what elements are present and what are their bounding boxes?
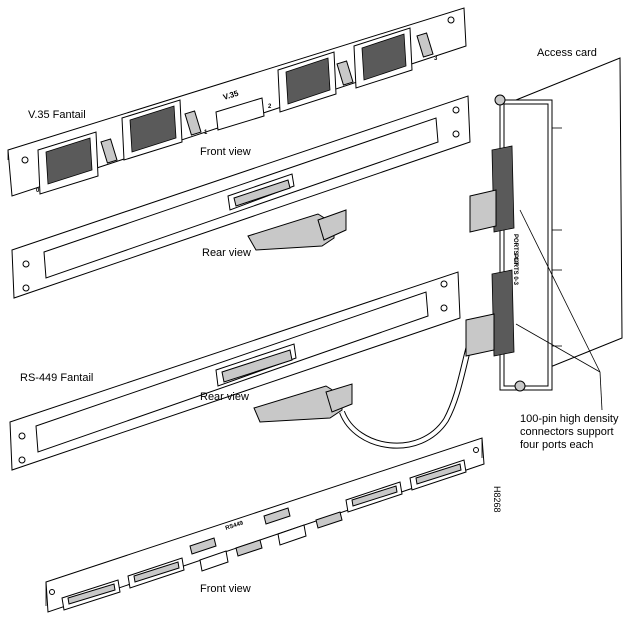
port-number-3: 3: [434, 56, 438, 62]
card-connector-lower: [465, 269, 515, 357]
v35-fantail-label: V.35 Fantail: [28, 109, 86, 121]
rs449-cable-plug: [253, 383, 353, 423]
port-number-2: 2: [268, 104, 272, 110]
rs449-fantail-label: RS-449 Fantail: [20, 372, 93, 384]
v35-cable-plug: [247, 209, 347, 251]
rs449-db9-group: [189, 507, 343, 557]
callout-line-3: four ports each: [520, 439, 593, 451]
v35-rear-panel: [11, 95, 471, 299]
rs449-panel-text: RS449: [225, 520, 245, 532]
rs449-front-connector-1: [127, 557, 185, 589]
v35-connector-2: [277, 51, 337, 113]
callout-line-1: 100-pin high density: [520, 413, 619, 425]
access-card-label: Access card: [537, 47, 597, 59]
v35-connector-0: [37, 131, 99, 195]
rs449-front-connector-2: [345, 481, 403, 513]
v35-rear-connector: [227, 173, 295, 211]
rs449-front-connector-3: [409, 459, 467, 491]
front-view-label-bottom: Front view: [200, 583, 251, 595]
ports-lower-label: PORTS 0-3: [512, 254, 518, 286]
v35-connector-3: [353, 27, 413, 89]
port-number-0: 0: [36, 188, 40, 194]
callout-line-2: connectors support: [520, 426, 614, 438]
v35-connector-1: [121, 99, 183, 161]
rs449-rear-connector: [215, 343, 297, 387]
rear-view-label-bottom: Rear view: [200, 391, 249, 403]
rs449-front-panel: RS449: [45, 437, 485, 613]
port-number-1: 1: [204, 130, 208, 136]
card-connector-upper: [469, 145, 515, 233]
rs449-front-connector-0: [61, 579, 121, 611]
rear-view-label-top: Rear view: [202, 247, 251, 259]
ports-upper-label: PORTS 4-7: [512, 234, 518, 266]
access-card: PORTS 4-7 PORTS 0-3: [465, 57, 623, 392]
rs449-rear-panel: [9, 271, 461, 471]
front-view-label-top: Front view: [200, 146, 251, 158]
callout-leaders: [515, 209, 603, 411]
figure-id: H8268: [492, 486, 502, 513]
v35-front-panel: V.35 0 1 2 3: [7, 7, 467, 197]
